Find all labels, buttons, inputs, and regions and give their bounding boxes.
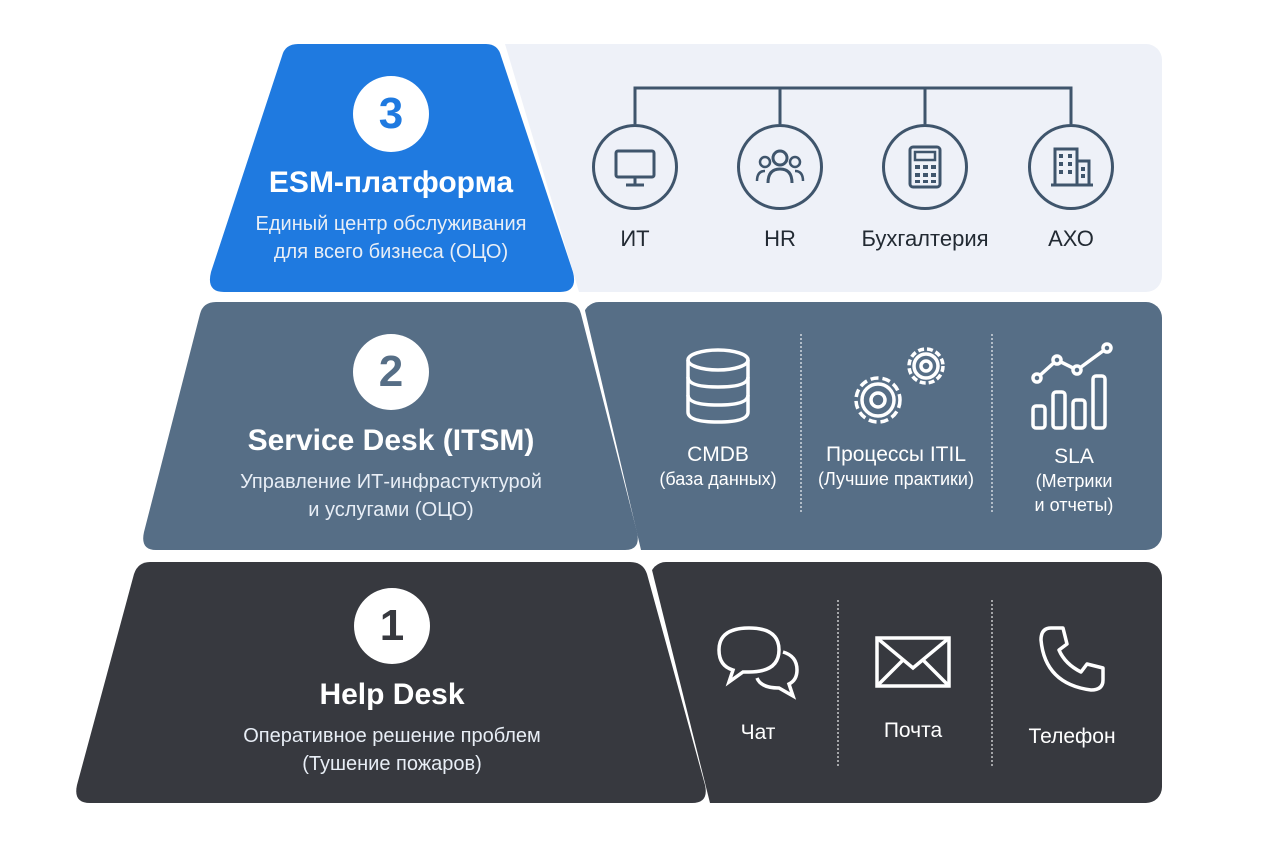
- chat-icon: [717, 626, 799, 700]
- tier2-trapezoid: [143, 302, 638, 550]
- tier2-title: Service Desk (ITSM): [247, 424, 535, 457]
- mail-icon: [875, 636, 951, 688]
- building-icon: [1028, 124, 1114, 210]
- tier1-title: Help Desk: [319, 678, 465, 711]
- tier1-description: Оперативное решение проблем (Тушение пож…: [243, 725, 541, 775]
- divider: [991, 600, 993, 766]
- gears-icon: [854, 347, 945, 424]
- tier2-description: Управление ИТ-инфрастуктурой и услугами …: [240, 471, 542, 521]
- database-icon: [686, 348, 750, 424]
- channel-phone: Телефон: [1010, 624, 1134, 749]
- channel-chat: Чат: [700, 622, 816, 745]
- calculator-icon: [882, 124, 968, 210]
- tier3-trapezoid: [209, 44, 575, 292]
- tier1-block: 1 Help Desk Оперативное решение проблем …: [192, 588, 592, 778]
- department-aho: АХО: [1011, 124, 1131, 252]
- chart-icon: [1031, 342, 1113, 430]
- tier3-description: Единый центр обслуживания для всего бизн…: [255, 213, 527, 263]
- divider: [991, 334, 993, 512]
- itsm-item-sla: SLA (Метрики и отчеты): [1014, 342, 1134, 517]
- monitor-icon: [592, 124, 678, 210]
- department-it: ИТ: [575, 124, 695, 252]
- itsm-item-cmdb: CMDB (база данных): [648, 346, 788, 491]
- tier2-number-badge: 2: [353, 334, 429, 410]
- tier1-number-badge: 1: [354, 588, 430, 664]
- department-accounting: Бухгалтерия: [845, 124, 1005, 252]
- divider: [837, 600, 839, 766]
- channel-mail: Почта: [855, 632, 971, 743]
- divider: [800, 334, 802, 512]
- tier3-block: 3 ESM-платформа Единый центр обслуживани…: [232, 76, 550, 266]
- tier3-title: ESM-платформа: [268, 166, 514, 199]
- channels-panel: [650, 562, 1162, 803]
- tier1-trapezoid: [76, 562, 706, 803]
- department-hr: HR: [720, 124, 840, 252]
- people-icon: [737, 124, 823, 210]
- tier3-number-badge: 3: [353, 76, 429, 152]
- itsm-item-itil: Процессы ITIL (Лучшие практики): [812, 340, 980, 491]
- tier2-block: 2 Service Desk (ITSM) Управление ИТ-инфр…: [200, 334, 582, 524]
- phone-icon: [1039, 626, 1105, 692]
